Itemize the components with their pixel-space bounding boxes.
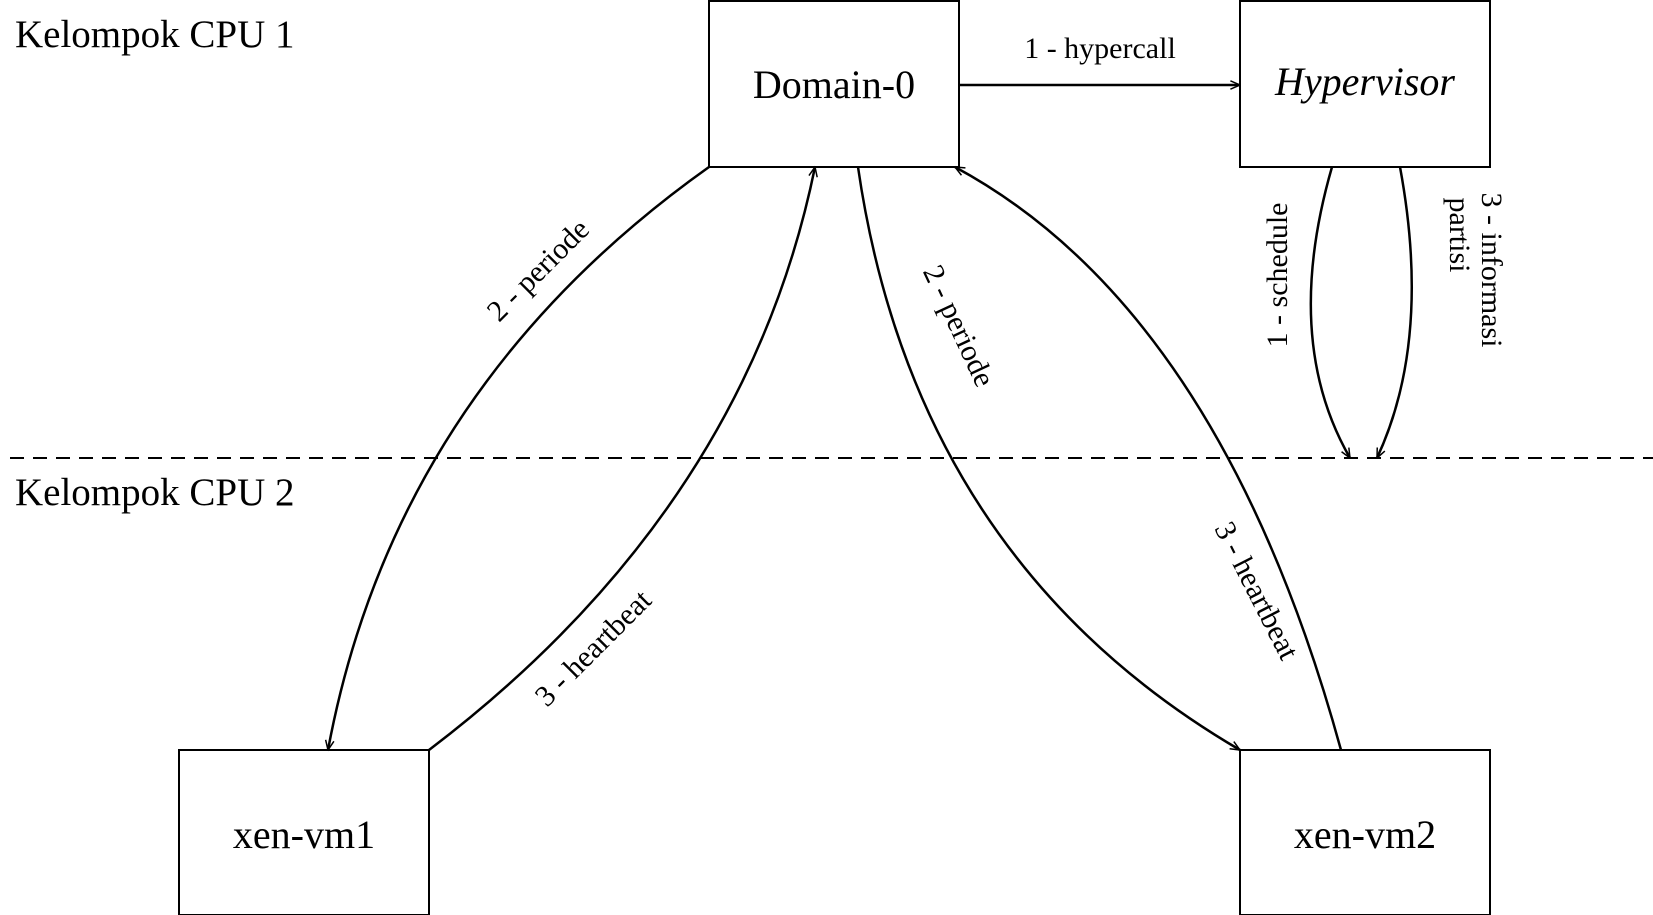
edge-label-informasi-partisi-line2: partisi [1443, 198, 1476, 273]
node-xen-vm2: xen-vm2 [1239, 749, 1491, 915]
edge-periode-to-vm2 [856, 166, 1240, 752]
edge-label-heartbeat-vm2: 3 - heartbeat [1208, 516, 1306, 665]
node-xen-vm1-label: xen-vm1 [233, 812, 375, 857]
edge-schedule [1309, 166, 1352, 458]
edge-label-schedule: 1 - schedule [1261, 203, 1294, 348]
edge-label-hypercall: 1 - hypercall [1024, 32, 1176, 65]
edge-informasi-partisi [1375, 166, 1413, 458]
edge-label-informasi-partisi-line1: 3 - informasi [1475, 193, 1508, 348]
node-domain0: Domain-0 [708, 0, 960, 168]
node-hypervisor-label: Hypervisor [1274, 59, 1455, 104]
node-xen-vm1: xen-vm1 [178, 749, 430, 915]
node-domain0-label: Domain-0 [753, 62, 915, 107]
edge-periode-to-vm1 [328, 165, 710, 750]
edge-heartbeat-from-vm2 [955, 165, 1343, 751]
node-hypervisor: Hypervisor [1239, 0, 1491, 168]
edge-label-periode-vm2: 2 - periode [916, 260, 1001, 392]
cpu-group-2-label: Kelompok CPU 2 [15, 471, 295, 514]
node-xen-vm2-label: xen-vm2 [1294, 812, 1436, 857]
cpu-group-1-label: Kelompok CPU 1 [15, 13, 295, 56]
edge-heartbeat-from-vm1 [428, 167, 815, 751]
edge-label-periode-vm1: 2 - periode [481, 213, 596, 328]
